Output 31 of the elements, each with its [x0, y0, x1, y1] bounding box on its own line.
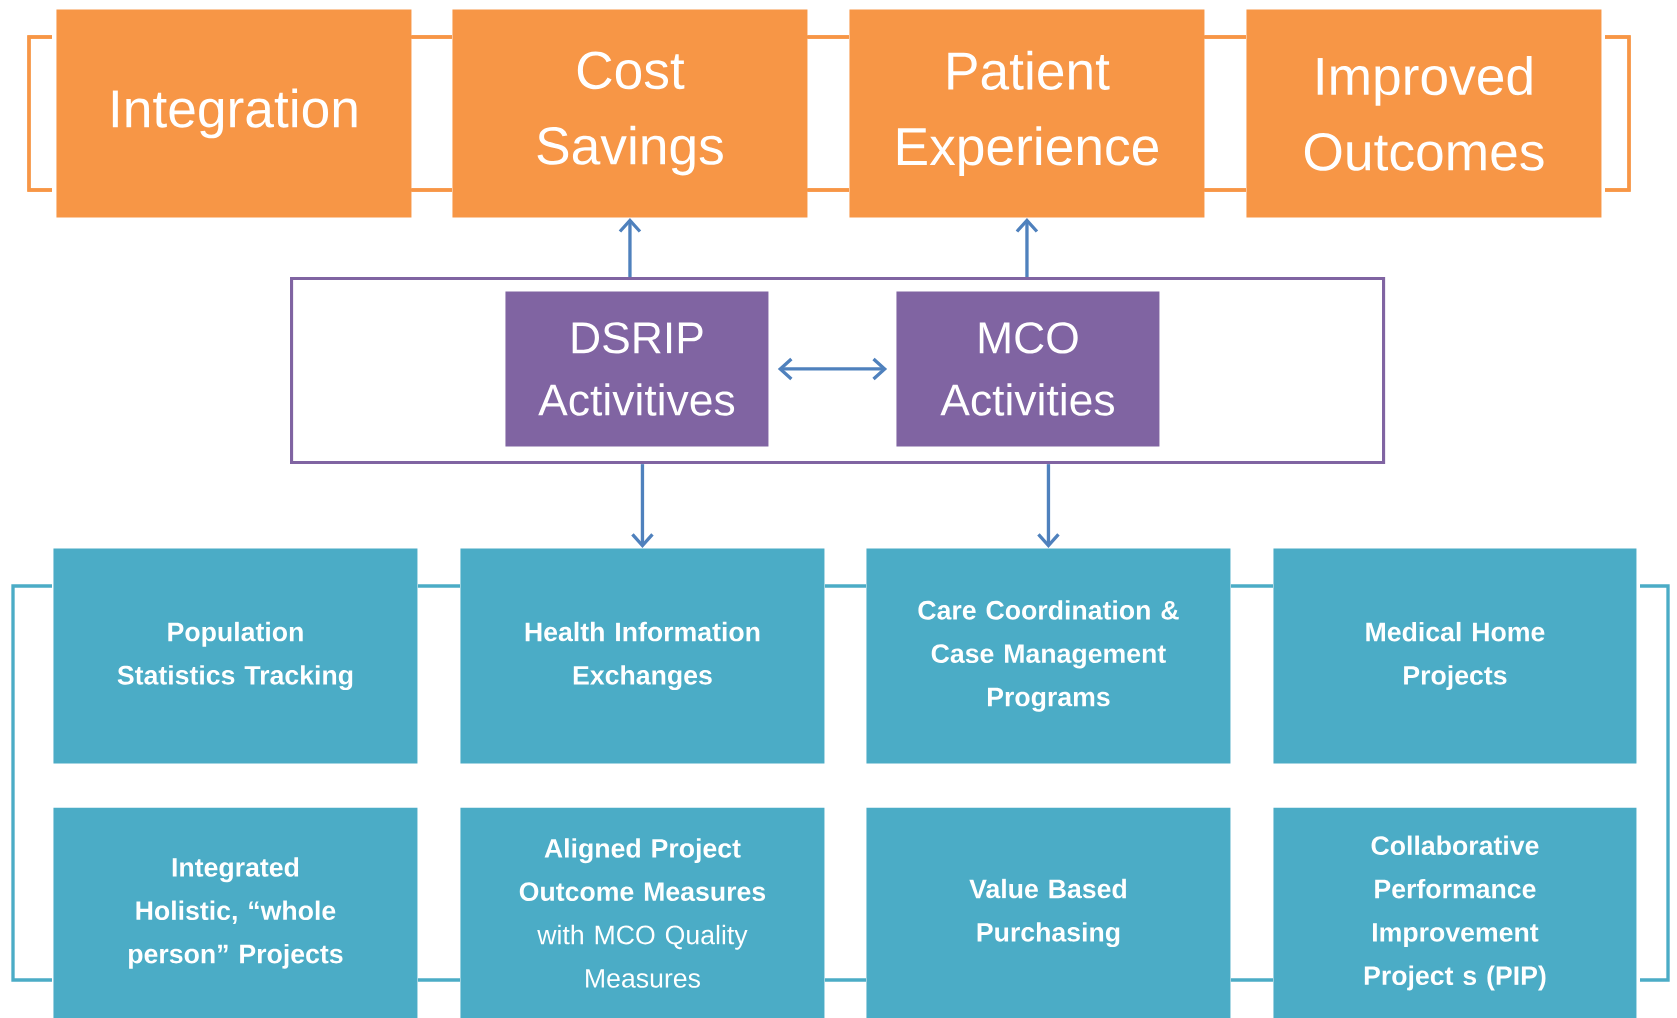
project-box: Value Based Purchasing [866, 807, 1231, 1018]
activity-box: MCO Activities [896, 291, 1160, 447]
arrow [631, 464, 654, 548]
goal-box: Integration [56, 9, 412, 218]
connector-line [824, 584, 866, 588]
connector-line [807, 35, 849, 39]
project-box: Population Statistics Tracking [53, 548, 418, 764]
project-box: Medical Home Projects [1273, 548, 1637, 764]
connector-line [824, 978, 866, 982]
arrow [777, 357, 888, 381]
connector-line [1204, 188, 1246, 192]
project-box: Care Coordination & Case Management Programs [866, 548, 1231, 764]
project-box: Collaborative Performance Improvement Project s (PIP) [1273, 807, 1637, 1018]
connector-line [1204, 35, 1246, 39]
arrow [618, 217, 642, 277]
connector-line [411, 188, 452, 192]
activity-box: DSRIP Activitives [505, 291, 769, 447]
connector-line [1230, 978, 1273, 982]
goal-box: Improved Outcomes [1246, 9, 1602, 218]
arrow [1037, 464, 1060, 548]
goal-box: Cost Savings [452, 9, 808, 218]
project-box: Aligned Project Outcome Measures with MCO Quality Measures [460, 807, 825, 1018]
project-box: Integrated Holistic, “whole person” Projects [53, 807, 418, 1018]
connector-line [417, 978, 460, 982]
connector-line [411, 35, 452, 39]
connector-line [807, 188, 849, 192]
goal-box: Patient Experience [849, 9, 1205, 218]
arrow [1015, 217, 1039, 277]
project-box: Health Information Exchanges [460, 548, 825, 764]
connector-line [1230, 584, 1273, 588]
connector-line [417, 584, 460, 588]
